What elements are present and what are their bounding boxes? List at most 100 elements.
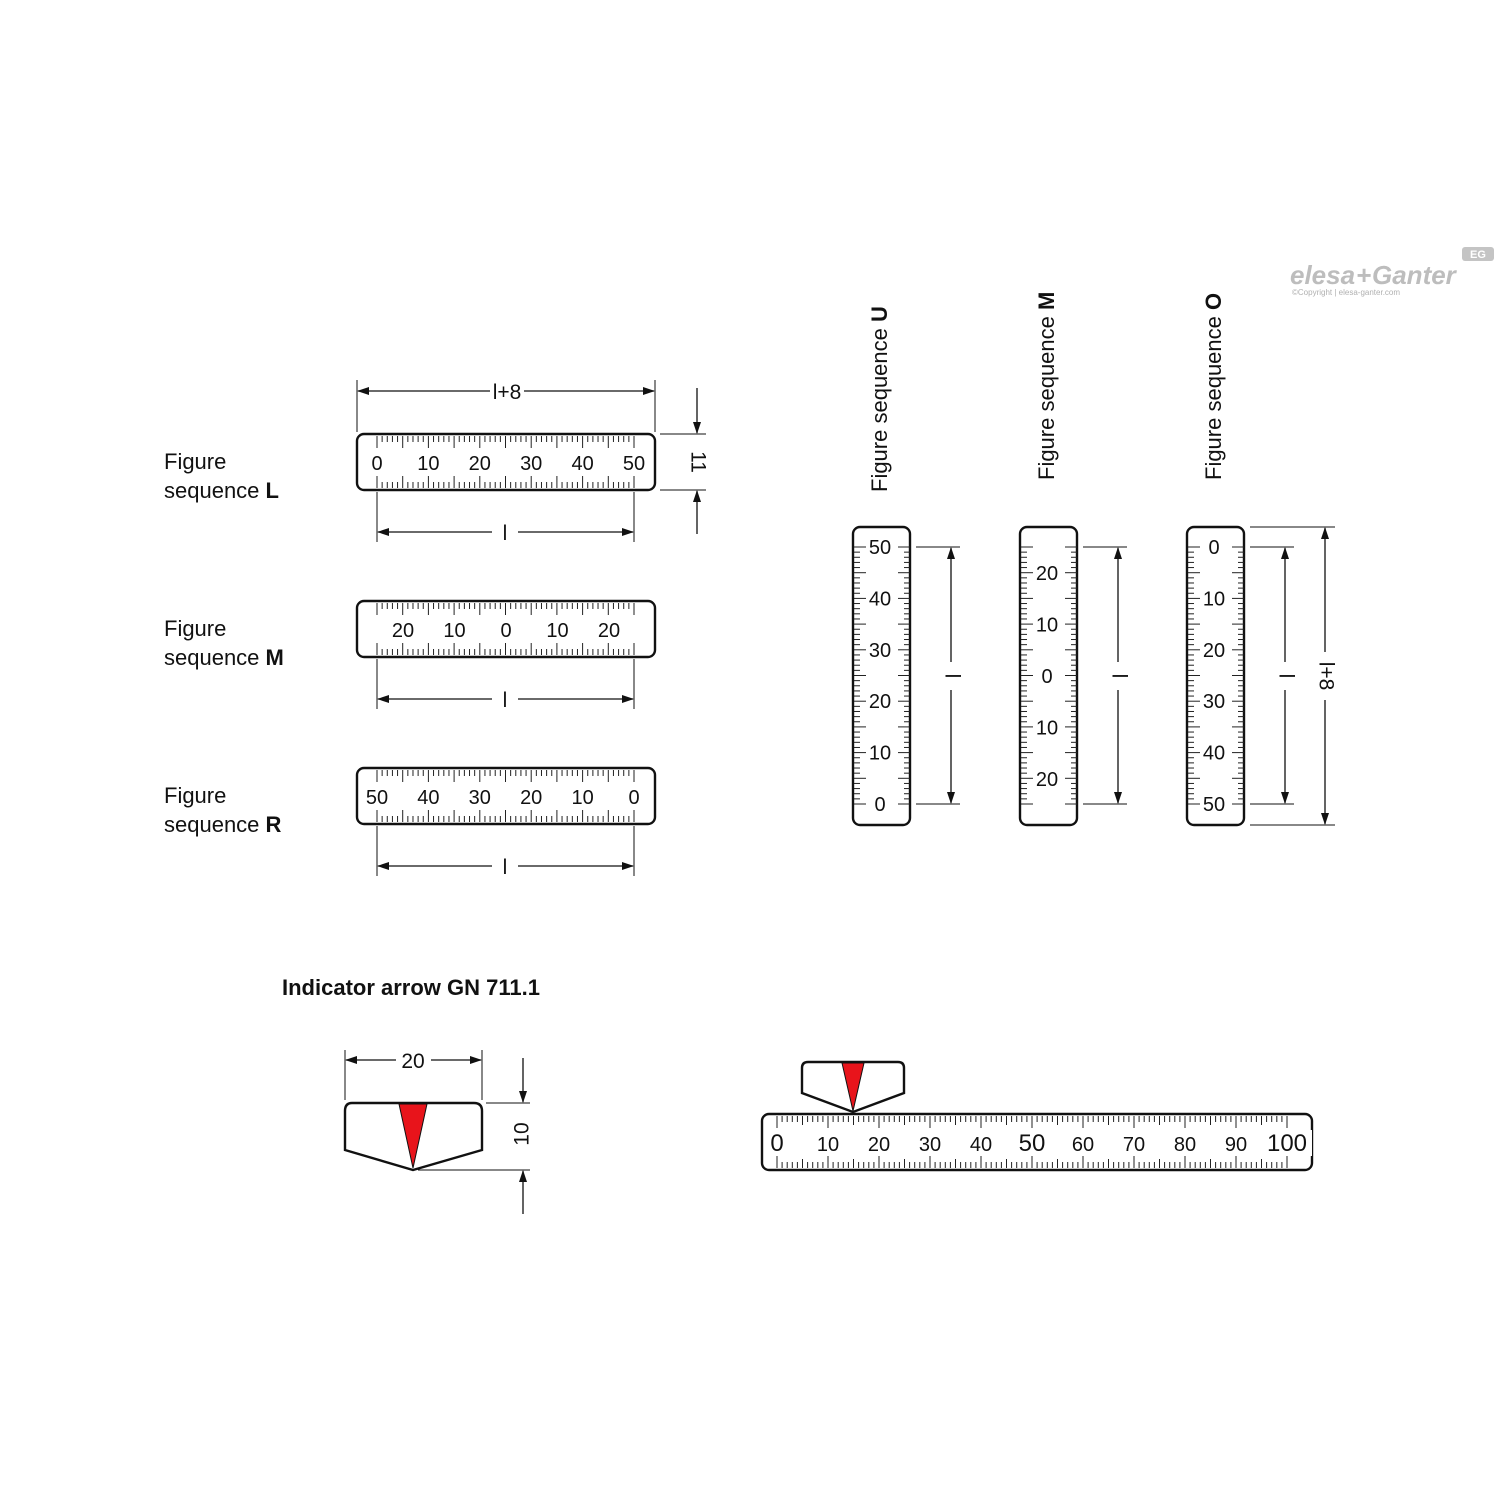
scale-number: 0 (500, 620, 511, 642)
scale-number-backdrop (810, 1130, 846, 1156)
sequence-label: Figure sequence U (867, 306, 892, 492)
logo-copyright: ©Copyright | elesa-ganter.com (1292, 288, 1400, 297)
dim-l: l (503, 522, 508, 545)
scale-number-backdrop (1200, 690, 1228, 713)
dim-l: l (503, 689, 508, 712)
scale-number: 30 (469, 787, 491, 809)
scale-number: 0 (1208, 537, 1219, 559)
scale-number-backdrop (1033, 716, 1061, 739)
scale-number-backdrop (413, 451, 444, 475)
scale-number: 0 (874, 794, 885, 816)
sequence-label: sequence M (164, 645, 284, 670)
scale-number: 40 (1203, 743, 1225, 765)
dim-10: 10 (511, 1122, 534, 1145)
scale-number-backdrop (866, 587, 894, 610)
scale-number-backdrop (1262, 1130, 1312, 1156)
scale-number: 20 (868, 1134, 890, 1156)
sequence-label: Figure sequence M (1034, 292, 1059, 480)
scale-number: 40 (869, 588, 891, 610)
logo-badge (1462, 247, 1494, 261)
indicator-arrow-detail: 20 10 (343, 1050, 534, 1214)
scale-number-backdrop (464, 451, 495, 475)
logo-brand-right: Ganter (1372, 260, 1458, 290)
scale-number: 20 (598, 620, 620, 642)
scale-ticks (376, 603, 635, 655)
scale-number-backdrop (619, 451, 649, 475)
scale-number-backdrop (1200, 793, 1228, 815)
dim-l: l (503, 856, 508, 879)
scale-number: 20 (520, 787, 542, 809)
scale-number: 10 (546, 620, 568, 642)
indicator-title: Indicator arrow GN 711.1 (282, 975, 540, 1000)
scale-number: 30 (869, 640, 891, 662)
scale-number-backdrop (1200, 741, 1228, 764)
scale-number-backdrop (1033, 613, 1061, 636)
scale-ticks (376, 770, 635, 822)
scale-number: 80 (1174, 1134, 1196, 1156)
scale-number: 0 (628, 787, 639, 809)
scale-number: 40 (571, 453, 593, 475)
scale-number-backdrop (866, 793, 894, 815)
scale-number: 30 (919, 1134, 941, 1156)
scale-number-backdrop (1014, 1130, 1050, 1156)
indicator-pointer (841, 1062, 865, 1112)
sequence-label: Figure sequence O (1201, 293, 1226, 480)
scale-number-backdrop (866, 741, 894, 764)
dim-20: 20 (401, 1050, 424, 1073)
scale-number: 40 (970, 1134, 992, 1156)
dim-l: l (1274, 674, 1297, 679)
scale-number-backdrop (516, 451, 547, 475)
scale-ticks (1021, 546, 1077, 805)
scale-number: 20 (469, 453, 491, 475)
scale-number-backdrop (866, 536, 894, 558)
logo-badge-text: EG (1470, 249, 1486, 261)
logo-brand-plus: + (1356, 260, 1371, 290)
scale-number-backdrop (567, 785, 598, 809)
scale-number: 10 (1036, 615, 1058, 637)
scale-number: 50 (1019, 1130, 1046, 1157)
scale-number: 20 (1036, 563, 1058, 585)
scale-number: 30 (1203, 691, 1225, 713)
scale-number: 10 (869, 743, 891, 765)
figure-label: Figure (164, 449, 226, 474)
scale-number-backdrop (1200, 587, 1228, 610)
scale-number: 40 (417, 787, 439, 809)
scale-number: 20 (1036, 769, 1058, 791)
scale-number-backdrop (1116, 1130, 1152, 1156)
scale-number-backdrop (1200, 638, 1228, 661)
scale-number-backdrop (1065, 1130, 1101, 1156)
dim-l-plus-8: l+8 (493, 381, 522, 404)
scale-number-backdrop (1200, 536, 1228, 558)
indicator-pointer (398, 1103, 428, 1169)
scale-number: 10 (571, 787, 593, 809)
scale-number-backdrop (963, 1130, 999, 1156)
scale-number: 10 (1203, 588, 1225, 610)
scale-body (355, 766, 657, 826)
scale-number-backdrop (866, 690, 894, 713)
scale-number-backdrop (368, 451, 386, 475)
scale-number-backdrop (1033, 768, 1061, 790)
sequence-label: sequence L (164, 478, 279, 503)
scale-number-backdrop (567, 451, 598, 475)
scale-number-backdrop (766, 1130, 788, 1156)
scale-number-backdrop (1218, 1130, 1254, 1156)
scale-number: 30 (520, 453, 542, 475)
scale-number: 20 (1203, 640, 1225, 662)
scale-number-backdrop (542, 618, 573, 642)
scale-ticks (776, 1116, 1288, 1168)
scale-number: 50 (869, 537, 891, 559)
scale-number-backdrop (866, 638, 894, 661)
scale-number-backdrop (1167, 1130, 1203, 1156)
scale-ticks (854, 546, 910, 805)
scale-number-backdrop (439, 618, 470, 642)
scale-number: 0 (770, 1130, 783, 1157)
